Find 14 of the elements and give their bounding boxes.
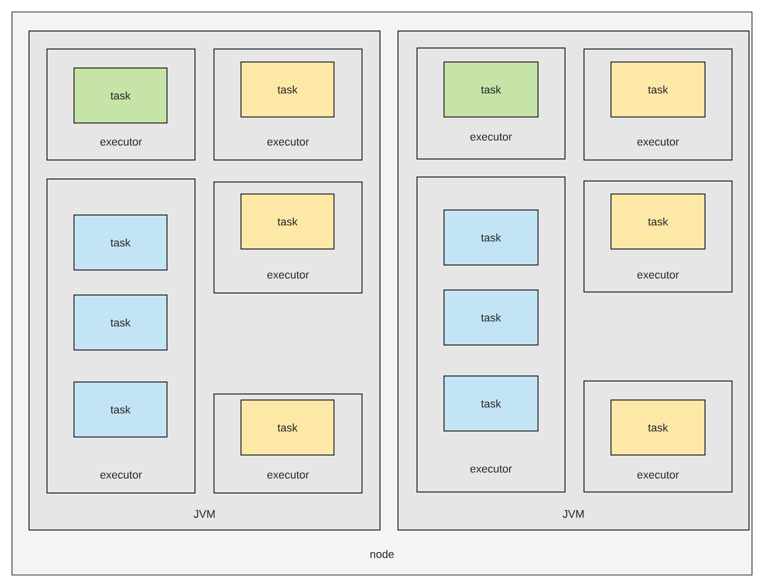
task-box: task bbox=[240, 400, 334, 456]
task-box: task bbox=[444, 62, 538, 118]
task-box: task bbox=[610, 400, 706, 456]
task-box: task bbox=[444, 376, 538, 432]
task-box: task bbox=[74, 214, 168, 270]
task-box: task bbox=[240, 194, 334, 250]
task-box: task bbox=[74, 68, 168, 124]
task-box: task bbox=[610, 62, 706, 118]
task-box: task bbox=[610, 194, 706, 250]
task-box: task bbox=[74, 294, 168, 350]
task-box: task bbox=[444, 210, 538, 266]
task-box: task bbox=[444, 290, 538, 346]
task-box: task bbox=[74, 382, 168, 438]
task-box: task bbox=[240, 62, 334, 118]
